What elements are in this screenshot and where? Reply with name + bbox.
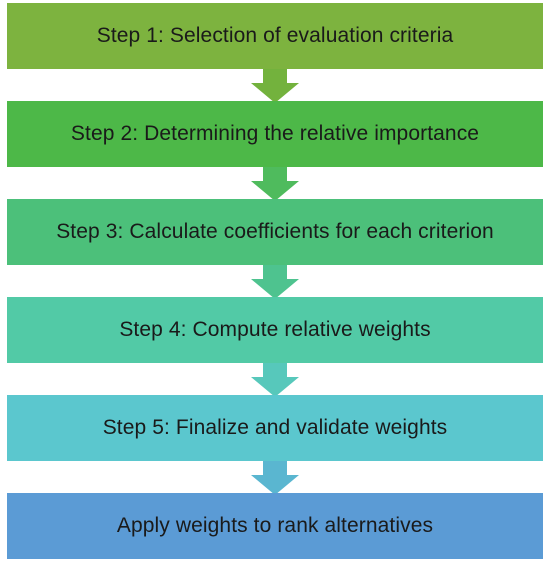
step-2-box: Step 2: Determining the relative importa… (7, 101, 543, 167)
step-2-label: Step 2: Determining the relative importa… (70, 122, 480, 145)
down-arrow-icon (251, 461, 299, 495)
step-5-box: Step 5: Finalize and validate weights (7, 395, 543, 461)
down-arrow-icon (251, 69, 299, 103)
down-arrow-icon (251, 363, 299, 397)
step-4-label: Step 4: Compute relative weights (119, 318, 431, 341)
down-arrow-icon (251, 167, 299, 201)
final-step-box: Apply weights to rank alternatives (7, 493, 543, 559)
step-5-label: Step 5: Finalize and validate weights (102, 416, 448, 439)
step-1-box: Step 1: Selection of evaluation criteria (7, 3, 543, 69)
step-3-box: Step 3: Calculate coefficients for each … (7, 199, 543, 265)
step-1-label: Step 1: Selection of evaluation criteria (96, 24, 454, 47)
step-3-label: Step 3: Calculate coefficients for each … (56, 220, 494, 243)
final-step-label: Apply weights to rank alternatives (116, 514, 434, 537)
step-4-box: Step 4: Compute relative weights (7, 297, 543, 363)
down-arrow-icon (251, 265, 299, 299)
